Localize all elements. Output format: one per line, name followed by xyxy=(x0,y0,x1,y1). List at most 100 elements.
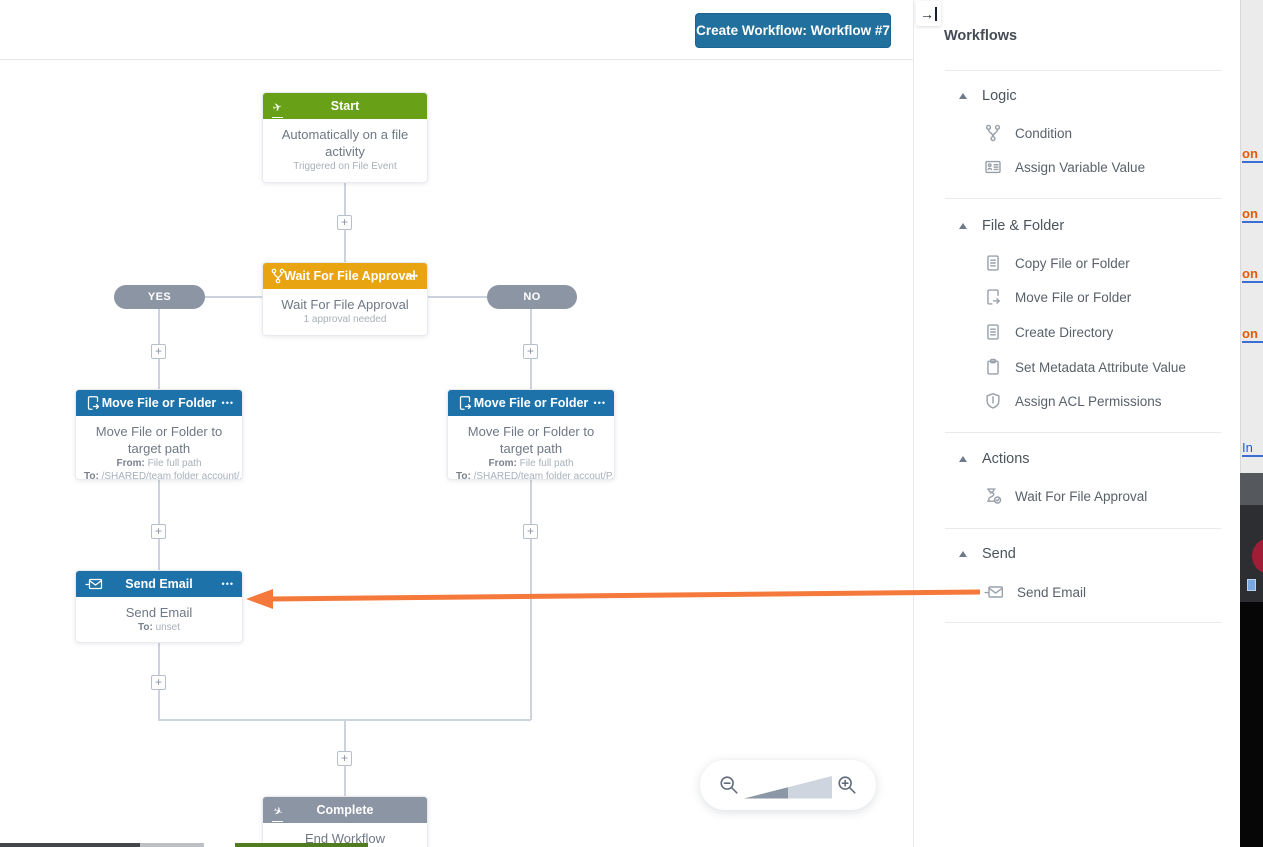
node-subtext: 1 approval needed xyxy=(303,314,387,325)
background-window-black xyxy=(1240,602,1263,847)
zoom-slider[interactable] xyxy=(744,775,832,799)
node-send-email[interactable]: Send Email ••• Send Email To: unset xyxy=(75,570,243,643)
node-to-line: To: /SHARED/team folder account/... xyxy=(84,470,242,480)
divider xyxy=(945,622,1221,623)
to-value: /SHARED/team folder account/... xyxy=(101,471,243,480)
sidebar-item-assign-acl[interactable]: Assign ACL Permissions xyxy=(984,392,1162,410)
assign-variable-icon xyxy=(984,158,1002,176)
node-move-header: Move File or Folder ••• xyxy=(76,390,242,416)
node-move-right[interactable]: Move File or Folder ••• Move File or Fol… xyxy=(447,389,615,480)
section-label: Actions xyxy=(982,451,1030,467)
add-step-button[interactable]: + xyxy=(151,524,166,539)
plane-takeoff-icon: ✈ xyxy=(272,98,288,118)
add-step-button[interactable]: + xyxy=(151,344,166,359)
node-menu-icon[interactable]: ••• xyxy=(593,398,606,408)
connector-line xyxy=(158,690,160,720)
collapse-triangle-icon xyxy=(959,223,967,229)
collapse-triangle-icon xyxy=(959,93,967,99)
connector-line xyxy=(158,359,160,389)
add-step-button[interactable]: + xyxy=(337,215,352,230)
sidebar-title: Workflows xyxy=(944,28,1018,44)
from-label: From: xyxy=(116,458,145,469)
sidebar-item-condition[interactable]: Condition xyxy=(984,124,1072,142)
section-header-actions[interactable]: Actions xyxy=(959,451,1030,467)
add-step-button[interactable]: + xyxy=(523,344,538,359)
section-header-file-folder[interactable]: File & Folder xyxy=(959,218,1064,234)
node-title: Wait For File Approval xyxy=(284,269,416,283)
section-label: Send xyxy=(982,546,1016,562)
node-complete-header: ✈ Complete xyxy=(263,797,427,823)
clipboard-icon xyxy=(984,358,1002,376)
connector-line xyxy=(205,296,262,298)
sidebar-item-copy-file[interactable]: Copy File or Folder xyxy=(984,254,1130,272)
add-step-button[interactable]: + xyxy=(523,524,538,539)
node-description: End Workflow xyxy=(305,831,385,846)
collapse-sidebar-button[interactable]: → xyxy=(916,1,941,26)
node-start[interactable]: ✈ Start Automatically on a file activity… xyxy=(262,92,428,183)
add-step-button[interactable]: + xyxy=(337,751,352,766)
sidebar-item-set-metadata[interactable]: Set Metadata Attribute Value xyxy=(984,358,1186,376)
node-menu-icon[interactable]: ••• xyxy=(221,398,234,408)
connector-line xyxy=(158,539,160,570)
divider xyxy=(945,70,1221,71)
background-window-band xyxy=(1240,473,1263,505)
sidebar-item-send-email[interactable]: Send Email xyxy=(984,583,1086,601)
clipped-link-text: on xyxy=(1242,206,1263,223)
from-label: From: xyxy=(488,458,517,469)
node-complete[interactable]: ✈ Complete End Workflow xyxy=(262,796,428,847)
node-move-left[interactable]: Move File or Folder ••• Move File or Fol… xyxy=(75,389,243,480)
sidebar-item-wait-approval[interactable]: Wait For File Approval xyxy=(984,487,1147,505)
move-file-icon xyxy=(457,395,473,411)
section-header-send[interactable]: Send xyxy=(959,546,1016,562)
node-title: Complete xyxy=(316,803,374,817)
node-title: Send Email xyxy=(125,577,193,591)
create-workflow-button[interactable]: Create Workflow: Workflow #7 xyxy=(695,13,891,48)
section-header-logic[interactable]: Logic xyxy=(959,88,1017,104)
node-menu-icon[interactable]: ••• xyxy=(406,271,419,281)
sidebar-item-create-directory[interactable]: Create Directory xyxy=(984,323,1113,341)
node-from-line: From: File full path xyxy=(456,457,606,470)
connector-line xyxy=(530,480,532,524)
from-value: File full path xyxy=(519,458,574,469)
annotation-arrow xyxy=(246,589,981,609)
background-bottom-strip xyxy=(0,843,140,847)
connector-line xyxy=(158,309,160,344)
sidebar-item-move-file[interactable]: Move File or Folder xyxy=(984,288,1131,306)
item-label: Assign Variable Value xyxy=(1015,159,1146,175)
divider xyxy=(945,528,1221,529)
zoom-out-icon[interactable] xyxy=(718,773,740,797)
connector-line xyxy=(344,230,346,262)
connector-line xyxy=(158,719,531,721)
collapse-triangle-icon xyxy=(959,551,967,557)
to-value: unset xyxy=(155,622,181,633)
zoom-control xyxy=(700,760,876,810)
send-email-icon xyxy=(984,583,1004,601)
add-step-button[interactable]: + xyxy=(151,675,166,690)
node-start-header: ✈ Start xyxy=(263,93,427,119)
clipped-link-text: on xyxy=(1242,326,1263,343)
clipped-link-text: on xyxy=(1242,146,1263,163)
topbar: Create Workflow: Workflow #7 xyxy=(0,0,913,60)
logo-badge xyxy=(1252,538,1263,574)
background-bottom-strip xyxy=(140,843,204,847)
node-description: Move File or Folder to target path xyxy=(467,424,595,456)
connector-line xyxy=(428,296,487,298)
node-to-line: To: unset xyxy=(84,621,234,634)
node-wait-approval[interactable]: Wait For File Approval ••• Wait For File… xyxy=(262,262,428,336)
item-label: Assign ACL Permissions xyxy=(1015,393,1162,409)
item-label: Condition xyxy=(1015,125,1073,141)
to-label: To: xyxy=(84,471,99,480)
tiny-icon xyxy=(1247,579,1256,591)
send-email-icon xyxy=(85,576,103,592)
workflow-steps-sidebar: → Workflows Logic Condition Assign Varia… xyxy=(913,0,1240,847)
connector-line xyxy=(158,480,160,524)
zoom-in-icon[interactable] xyxy=(836,773,858,797)
node-menu-icon[interactable]: ••• xyxy=(221,579,234,589)
branch-no-pill: NO xyxy=(487,285,577,309)
divider xyxy=(945,432,1221,433)
move-file-icon xyxy=(984,288,1002,306)
branch-icon xyxy=(270,268,286,284)
sidebar-item-assign-variable[interactable]: Assign Variable Value xyxy=(984,158,1145,176)
node-move-header: Move File or Folder ••• xyxy=(448,390,614,416)
